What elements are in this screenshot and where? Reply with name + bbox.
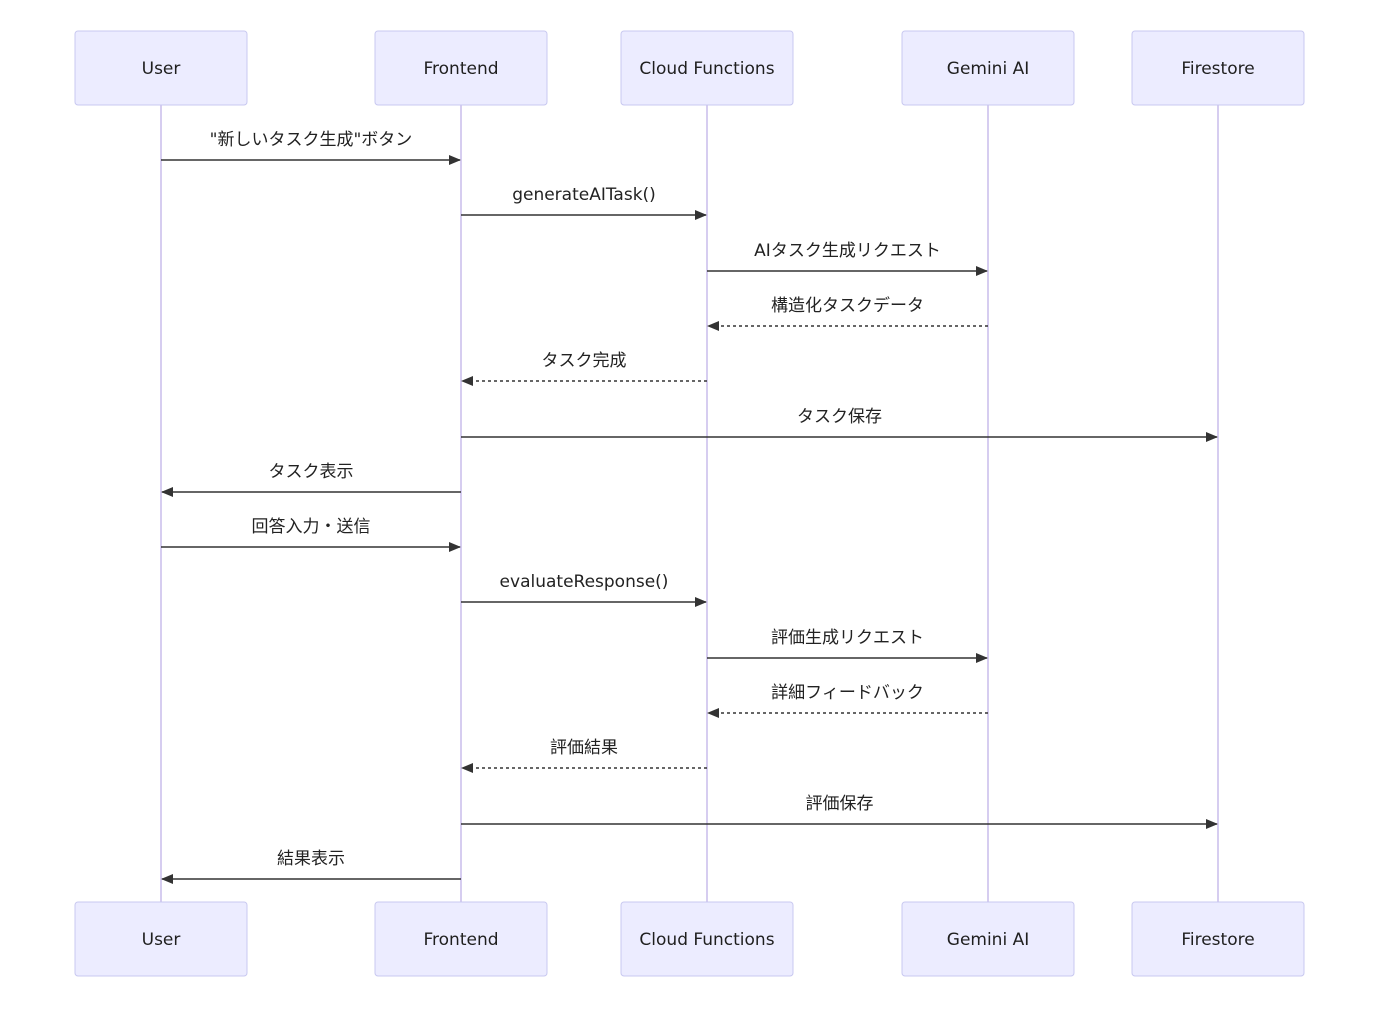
participant-cloud-functions-top: Cloud Functions xyxy=(620,30,794,106)
message-label: タスク保存 xyxy=(797,407,882,427)
message-label: 評価結果 xyxy=(550,738,618,758)
message-8: 回答入力・送信 xyxy=(161,517,461,552)
message-4: 構造化タスクデータ xyxy=(707,295,988,331)
message-label: タスク完成 xyxy=(542,351,627,371)
participants-bottom: User Frontend Cloud Functions Gemini AI Fire… xyxy=(74,901,1305,977)
message-6: タスク保存 xyxy=(461,407,1218,442)
participant-firestore-bottom: Firestore xyxy=(1131,901,1305,977)
participant-box xyxy=(74,901,248,977)
message-label: 回答入力・送信 xyxy=(252,517,371,537)
participant-box xyxy=(901,30,1075,106)
message-label: 詳細フィードバック xyxy=(771,683,924,703)
messages: "新しいタスク生成"ボタン generateAITask() AIタスク生成リクエス… xyxy=(161,130,1218,884)
message-14: 結果表示 xyxy=(161,849,461,884)
message-label: 結果表示 xyxy=(277,849,345,869)
participant-label: Cloud Functions xyxy=(639,930,774,950)
participant-frontend-bottom: Frontend xyxy=(374,901,548,977)
participant-cloud-functions-bottom: Cloud Functions xyxy=(620,901,794,977)
participant-box xyxy=(901,901,1075,977)
message-label: generateAITask() xyxy=(512,185,656,205)
message-10: 評価生成リクエスト xyxy=(707,628,988,663)
participant-box xyxy=(374,901,548,977)
participant-box xyxy=(1131,30,1305,106)
participant-label: Cloud Functions xyxy=(639,59,774,79)
participant-label: Gemini AI xyxy=(947,59,1029,79)
message-label: 構造化タスクデータ xyxy=(771,295,924,316)
participant-box xyxy=(620,30,794,106)
participant-box xyxy=(374,30,548,106)
participant-box xyxy=(1131,901,1305,977)
participant-label: Frontend xyxy=(423,930,498,950)
message-label: 評価保存 xyxy=(806,794,874,814)
participant-label: Firestore xyxy=(1181,930,1254,950)
message-label: "新しいタスク生成"ボタン xyxy=(210,130,413,150)
message-12: 評価結果 xyxy=(461,738,707,773)
message-7: タスク表示 xyxy=(161,462,461,497)
participant-frontend-top: Frontend xyxy=(374,30,548,106)
participant-box xyxy=(74,30,248,106)
lifelines xyxy=(160,105,1219,902)
message-label: タスク表示 xyxy=(269,462,354,482)
message-label: evaluateResponse() xyxy=(500,572,669,592)
message-3: AIタスク生成リクエスト xyxy=(707,241,988,276)
message-2: generateAITask() xyxy=(461,185,707,220)
message-label: AIタスク生成リクエスト xyxy=(754,241,941,261)
participant-box xyxy=(620,901,794,977)
participant-label: User xyxy=(142,59,181,79)
participant-gemini-ai-top: Gemini AI xyxy=(901,30,1075,106)
message-13: 評価保存 xyxy=(461,794,1218,829)
message-11: 詳細フィードバック xyxy=(707,683,988,718)
participant-user-top: User xyxy=(74,30,248,106)
participant-label: Frontend xyxy=(423,59,498,79)
participant-user-bottom: User xyxy=(74,901,248,977)
message-5: タスク完成 xyxy=(461,351,707,386)
message-9: evaluateResponse() xyxy=(461,572,707,607)
participant-label: Gemini AI xyxy=(947,930,1029,950)
message-1: "新しいタスク生成"ボタン xyxy=(161,130,461,165)
participant-gemini-ai-bottom: Gemini AI xyxy=(901,901,1075,977)
participant-label: Firestore xyxy=(1181,59,1254,79)
message-label: 評価生成リクエスト xyxy=(771,628,924,648)
participant-firestore-top: Firestore xyxy=(1131,30,1305,106)
participants-top: User Frontend Cloud Functions Gemini AI Fire… xyxy=(74,30,1305,106)
participant-label: User xyxy=(142,930,181,950)
